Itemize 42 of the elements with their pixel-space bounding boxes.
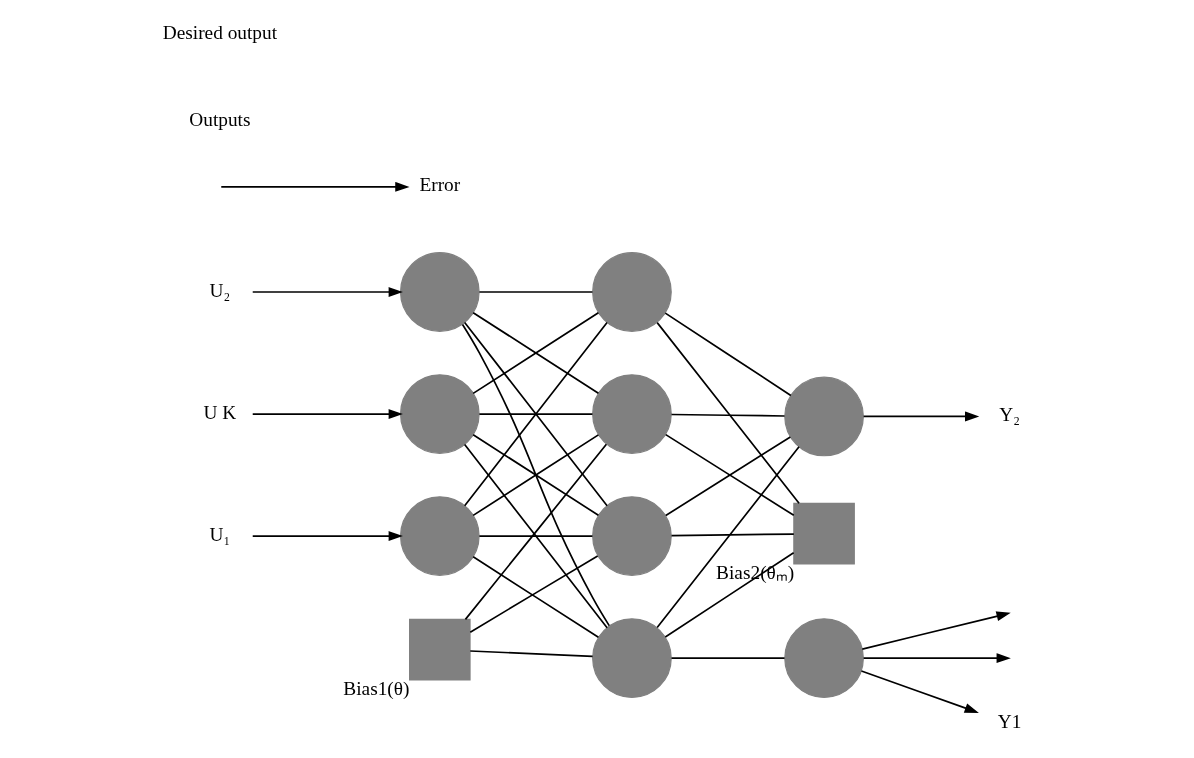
connector bbox=[670, 413, 785, 417]
connector bbox=[663, 552, 794, 638]
arrow bbox=[251, 287, 403, 297]
node-circle bbox=[399, 496, 480, 576]
connector bbox=[670, 657, 785, 659]
node-circle bbox=[591, 374, 672, 454]
connector bbox=[655, 321, 800, 505]
connector bbox=[655, 445, 800, 629]
node-text: U₂ bbox=[209, 279, 230, 301]
node-text: U K bbox=[203, 401, 236, 423]
node-box bbox=[408, 618, 471, 681]
node-circle bbox=[591, 618, 672, 698]
node-circle bbox=[591, 496, 672, 576]
connector bbox=[461, 323, 610, 627]
connector bbox=[463, 321, 608, 507]
node-circle bbox=[591, 252, 672, 332]
node-text: Y1 bbox=[997, 710, 1021, 732]
node-label: Bias1(θ) bbox=[342, 678, 409, 700]
arrow bbox=[862, 411, 979, 422]
arrow bbox=[862, 653, 1011, 664]
connector bbox=[468, 650, 593, 658]
label: Outputs bbox=[188, 109, 251, 131]
arrow bbox=[860, 670, 979, 713]
node-text: U₁ bbox=[209, 523, 230, 545]
node-circle bbox=[399, 374, 480, 454]
arrow bbox=[251, 409, 403, 420]
node-circle bbox=[783, 618, 864, 698]
label: Desired output bbox=[162, 22, 277, 44]
node-text: Error bbox=[418, 174, 460, 196]
arrow bbox=[219, 181, 409, 192]
arrow bbox=[860, 611, 1011, 650]
connector bbox=[471, 311, 599, 395]
connector bbox=[478, 535, 593, 537]
connector bbox=[478, 413, 593, 415]
node-circle bbox=[783, 376, 864, 457]
node-circle bbox=[399, 252, 480, 332]
connector bbox=[670, 533, 795, 537]
connector bbox=[663, 312, 792, 397]
arrow bbox=[251, 531, 403, 542]
node-box bbox=[792, 502, 855, 565]
node-text: Y₂ bbox=[998, 404, 1020, 426]
connector bbox=[478, 291, 593, 293]
